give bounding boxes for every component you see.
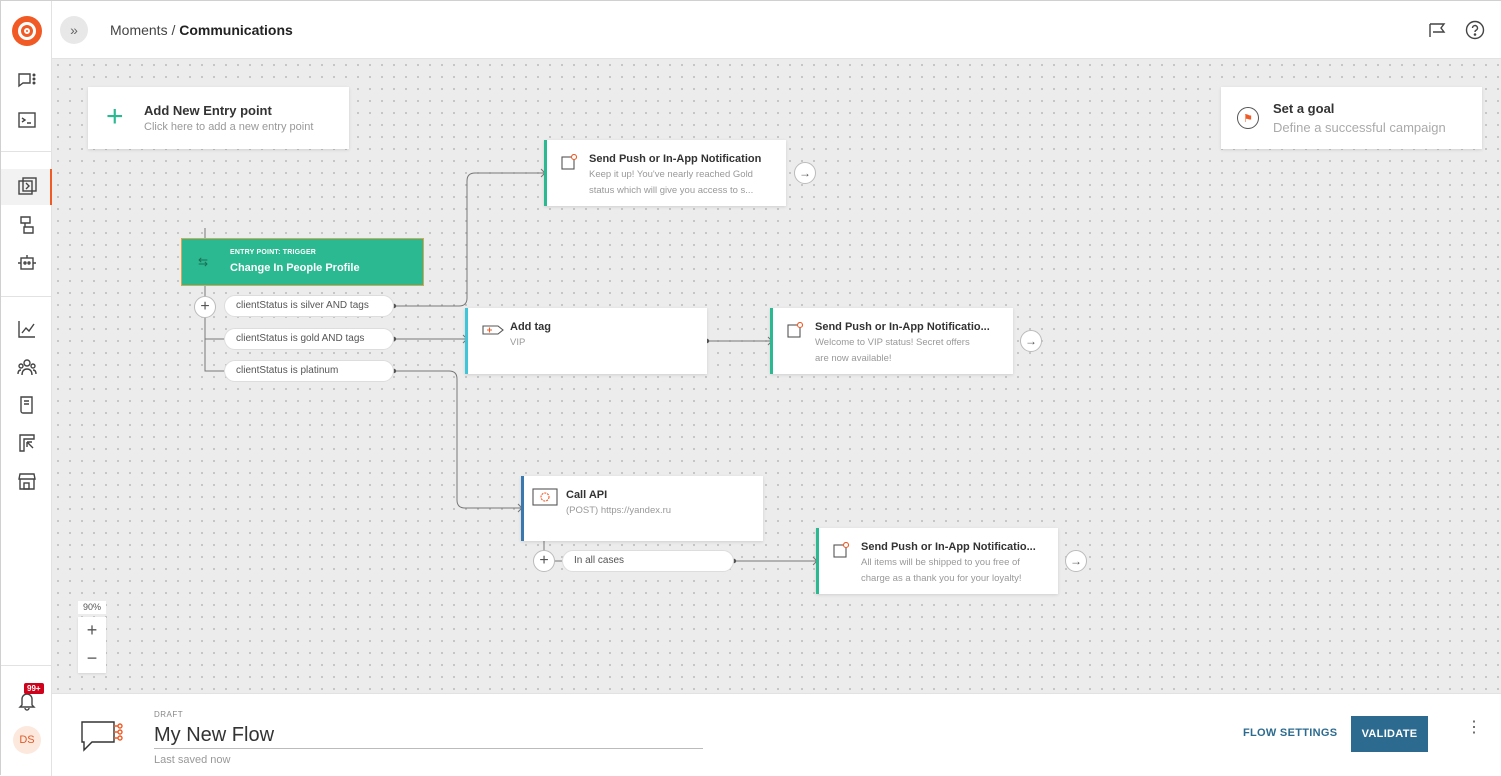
set-goal-card[interactable]: ⚑ Set a goal Define a successful campaig…: [1221, 87, 1482, 149]
breadcrumb-separator: /: [167, 22, 180, 38]
zoom-level: 90%: [78, 601, 106, 614]
zoom-out-button[interactable]: −: [86, 648, 98, 668]
add-entry-point-card[interactable]: + Add New Entry point Click here to add …: [88, 87, 349, 149]
sidebar-active-indicator: [1, 169, 52, 205]
trigger-name: Change In People Profile: [230, 262, 360, 274]
push3-title: Send Push or In-App Notificatio...: [861, 541, 1036, 553]
trigger-branch-icon: ⇆: [198, 255, 209, 269]
push3-message: All items will be shipped to you free of…: [861, 557, 1022, 584]
logo-icon[interactable]: [12, 16, 42, 46]
draft-status: DRAFT: [154, 710, 184, 719]
entry-subtitle: Click here to add a new entry point: [144, 121, 314, 133]
addtag-title: Add tag: [510, 321, 551, 333]
condition-platinum[interactable]: clientStatus is platinum: [224, 360, 394, 382]
breadcrumb-parent[interactable]: Moments: [110, 22, 168, 38]
chat-icon[interactable]: [13, 67, 41, 95]
bell-icon[interactable]: [13, 686, 41, 714]
flow-name-input[interactable]: [154, 723, 703, 749]
push2-title: Send Push or In-App Notificatio...: [815, 321, 990, 333]
push-icon: [787, 322, 803, 338]
zoom-in-button[interactable]: +: [86, 620, 98, 640]
announcement-icon[interactable]: [1427, 19, 1449, 41]
continue-arrow-button[interactable]: →: [1065, 550, 1087, 572]
condition-silver[interactable]: clientStatus is silver AND tags: [224, 295, 394, 317]
last-saved-text: Last saved now: [154, 754, 231, 766]
flow-chat-icon: [81, 721, 123, 752]
catalog-icon[interactable]: [13, 391, 41, 419]
condition-gold[interactable]: clientStatus is gold AND tags: [224, 328, 394, 350]
entry-trigger-node[interactable]: ⇆ ENTRY POINT: TRIGGER Change In People …: [181, 238, 424, 286]
goal-title: Set a goal: [1273, 101, 1335, 116]
segments-icon[interactable]: [13, 429, 41, 457]
breadcrumb-current: Communications: [179, 22, 293, 38]
communications-icon[interactable]: [13, 173, 41, 201]
push1-title: Send Push or In-App Notification: [589, 153, 762, 165]
sidebar: 99+ DS: [1, 1, 52, 776]
flag-icon: ⚑: [1237, 107, 1259, 129]
more-options-icon[interactable]: ⋮: [1466, 719, 1482, 736]
validate-button[interactable]: VALIDATE: [1351, 716, 1428, 752]
callapi-subtitle: (POST) https://yandex.ru: [566, 505, 672, 516]
terminal-icon[interactable]: [13, 106, 41, 134]
add-tag-node[interactable]: Add tag VIP: [465, 308, 707, 374]
addtag-subtitle: VIP: [510, 337, 526, 348]
trigger-label: ENTRY POINT: TRIGGER: [230, 249, 317, 256]
store-icon[interactable]: [13, 467, 41, 495]
push-icon: [561, 154, 577, 170]
top-header: » Moments / Communications: [52, 1, 1501, 59]
call-api-node[interactable]: Call API (POST) https://yandex.ru: [521, 476, 763, 541]
analytics-icon[interactable]: [13, 315, 41, 343]
tag-icon: [482, 325, 504, 335]
zoom-controls: + −: [78, 617, 106, 673]
entry-title: Add New Entry point: [144, 103, 272, 118]
push-notification-node-2[interactable]: Send Push or In-App Notificatio... Welco…: [770, 308, 1013, 374]
campaigns-icon[interactable]: [13, 211, 41, 239]
plus-icon: +: [106, 100, 124, 133]
push-notification-node-3[interactable]: Send Push or In-App Notificatio... All i…: [816, 528, 1058, 594]
push-notification-node-1[interactable]: Send Push or In-App Notification Keep it…: [544, 140, 786, 206]
continue-arrow-button[interactable]: →: [1020, 330, 1042, 352]
help-icon[interactable]: [1464, 19, 1486, 41]
expand-sidebar-button[interactable]: »: [60, 16, 88, 44]
add-branch-button[interactable]: +: [533, 550, 555, 572]
callapi-title: Call API: [566, 489, 608, 501]
condition-all-cases[interactable]: In all cases: [562, 550, 734, 572]
flow-footer: DRAFT Last saved now FLOW SETTINGS VALID…: [52, 693, 1501, 776]
flow-settings-button[interactable]: FLOW SETTINGS: [1243, 727, 1338, 739]
api-icon: [532, 488, 558, 506]
add-condition-button[interactable]: +: [194, 296, 216, 318]
continue-arrow-button[interactable]: →: [794, 162, 816, 184]
bot-icon[interactable]: [13, 249, 41, 277]
notification-badge: 99+: [24, 683, 44, 694]
people-icon[interactable]: [13, 353, 41, 381]
flow-canvas[interactable]: + Add New Entry point Click here to add …: [52, 59, 1501, 693]
avatar[interactable]: DS: [13, 726, 41, 754]
push-icon: [833, 542, 849, 558]
breadcrumb: Moments / Communications: [110, 22, 293, 38]
goal-subtitle: Define a successful campaign: [1273, 120, 1446, 135]
